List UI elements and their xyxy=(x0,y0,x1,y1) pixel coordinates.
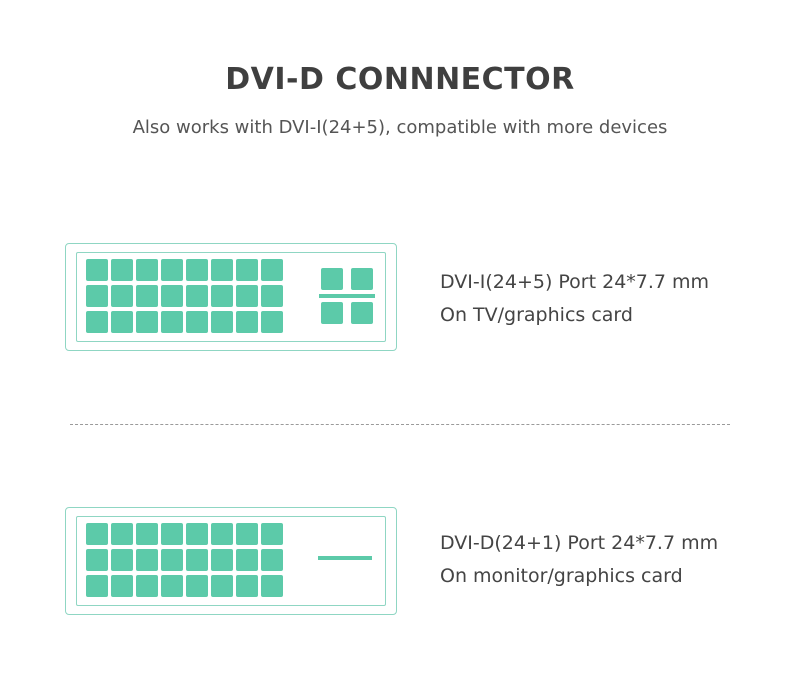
digital-pin xyxy=(161,575,183,597)
dvi-d-port-usage: On monitor/graphics card xyxy=(440,565,683,587)
digital-pin xyxy=(211,549,233,571)
digital-pin-grid xyxy=(86,259,283,333)
digital-pin xyxy=(136,311,158,333)
digital-pin xyxy=(86,259,108,281)
page-title: DVI-D CONNNECTOR xyxy=(225,62,575,97)
analog-pin-block xyxy=(319,268,375,324)
digital-pin xyxy=(86,311,108,333)
digital-pin xyxy=(136,285,158,307)
digital-pin xyxy=(236,523,258,545)
analog-pin xyxy=(321,268,343,290)
digital-pin xyxy=(186,575,208,597)
digital-pin xyxy=(211,259,233,281)
digital-pin xyxy=(236,575,258,597)
digital-pin xyxy=(236,285,258,307)
digital-pin xyxy=(211,523,233,545)
digital-pin xyxy=(111,259,133,281)
dvi-i-port-description: DVI-I(24+5) Port 24*7.7 mm On TV/graphic… xyxy=(440,266,709,332)
digital-pin xyxy=(111,285,133,307)
analog-pin xyxy=(321,302,343,324)
digital-pin xyxy=(211,575,233,597)
dvi-d-port-spec: DVI-D(24+1) Port 24*7.7 mm xyxy=(440,532,719,554)
analog-pin xyxy=(351,302,373,324)
digital-pin xyxy=(186,549,208,571)
digital-pin xyxy=(161,259,183,281)
ground-blade xyxy=(319,294,375,298)
digital-pin xyxy=(111,549,133,571)
digital-pin xyxy=(161,285,183,307)
digital-pin xyxy=(261,549,283,571)
connector-inner-frame xyxy=(76,252,386,342)
dvi-i-port-usage: On TV/graphics card xyxy=(440,304,633,326)
section-divider xyxy=(70,424,730,425)
digital-pin xyxy=(261,575,283,597)
digital-pin xyxy=(261,285,283,307)
digital-pin xyxy=(111,311,133,333)
dvi-d-port-description: DVI-D(24+1) Port 24*7.7 mm On monitor/gr… xyxy=(440,527,718,593)
digital-pin xyxy=(236,549,258,571)
digital-pin xyxy=(186,311,208,333)
digital-pin xyxy=(161,311,183,333)
digital-pin xyxy=(111,575,133,597)
digital-pin xyxy=(161,549,183,571)
digital-pin xyxy=(86,523,108,545)
digital-pin xyxy=(161,523,183,545)
analog-pin xyxy=(351,268,373,290)
digital-pin xyxy=(86,575,108,597)
digital-pin xyxy=(236,311,258,333)
digital-pin xyxy=(111,523,133,545)
connector-inner-frame xyxy=(76,516,386,606)
dvi-i-port-spec: DVI-I(24+5) Port 24*7.7 mm xyxy=(440,271,710,293)
digital-pin xyxy=(186,259,208,281)
digital-pin xyxy=(136,549,158,571)
digital-pin xyxy=(136,575,158,597)
digital-pin xyxy=(186,285,208,307)
digital-pin xyxy=(86,549,108,571)
dvi-i-port-icon xyxy=(65,243,397,351)
digital-pin xyxy=(236,259,258,281)
digital-pin xyxy=(211,285,233,307)
page-subtitle: Also works with DVI-I(24+5), compatible … xyxy=(132,117,668,138)
digital-pin xyxy=(211,311,233,333)
ground-blade xyxy=(318,556,372,560)
digital-pin-grid xyxy=(86,523,283,597)
dvi-d-port-icon xyxy=(65,507,397,615)
digital-pin xyxy=(261,311,283,333)
digital-pin xyxy=(136,259,158,281)
digital-pin xyxy=(86,285,108,307)
digital-pin xyxy=(136,523,158,545)
digital-pin xyxy=(186,523,208,545)
digital-pin xyxy=(261,259,283,281)
digital-pin xyxy=(261,523,283,545)
